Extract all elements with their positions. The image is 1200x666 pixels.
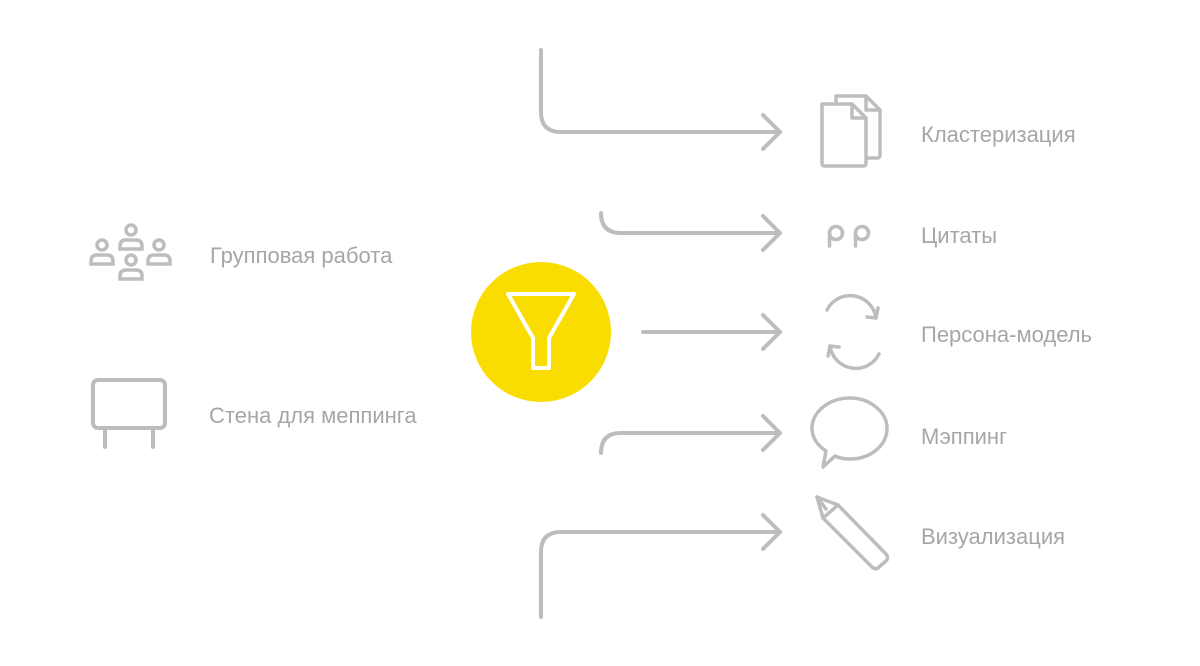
people-group-icon bbox=[89, 223, 172, 281]
refresh-cycle-icon bbox=[825, 293, 881, 371]
board-icon bbox=[91, 378, 167, 449]
arrowhead-mapping bbox=[761, 414, 782, 452]
speech-bubble-icon bbox=[810, 396, 889, 469]
connector-clustering bbox=[539, 48, 782, 134]
documents-icon bbox=[820, 94, 882, 168]
pencil-icon bbox=[815, 495, 890, 571]
connector-visualization bbox=[539, 530, 782, 619]
arrowhead-quotes bbox=[761, 214, 782, 252]
output-label-persona-model: Персона-модель bbox=[921, 322, 1092, 347]
output-label-mapping: Мэппинг bbox=[921, 424, 1008, 449]
quote-marks-icon bbox=[827, 224, 871, 248]
connector-mapping bbox=[599, 431, 782, 455]
arrowhead-persona bbox=[761, 313, 782, 351]
output-label-visualization: Визуализация bbox=[921, 524, 1066, 549]
output-label-quotes: Цитаты bbox=[921, 223, 998, 248]
filter-hub-circle bbox=[471, 262, 611, 402]
arrowhead-clustering bbox=[761, 113, 782, 151]
filter-hub bbox=[471, 262, 611, 402]
output-label-clustering: Кластеризация bbox=[921, 122, 1076, 147]
input-label-mapping-wall: Стена для меппинга bbox=[209, 403, 417, 428]
input-label-group-work: Групповая работа bbox=[210, 243, 393, 268]
funnel-filter-icon bbox=[506, 292, 576, 370]
connector-quotes bbox=[599, 211, 782, 235]
arrowhead-visualization bbox=[761, 513, 782, 551]
